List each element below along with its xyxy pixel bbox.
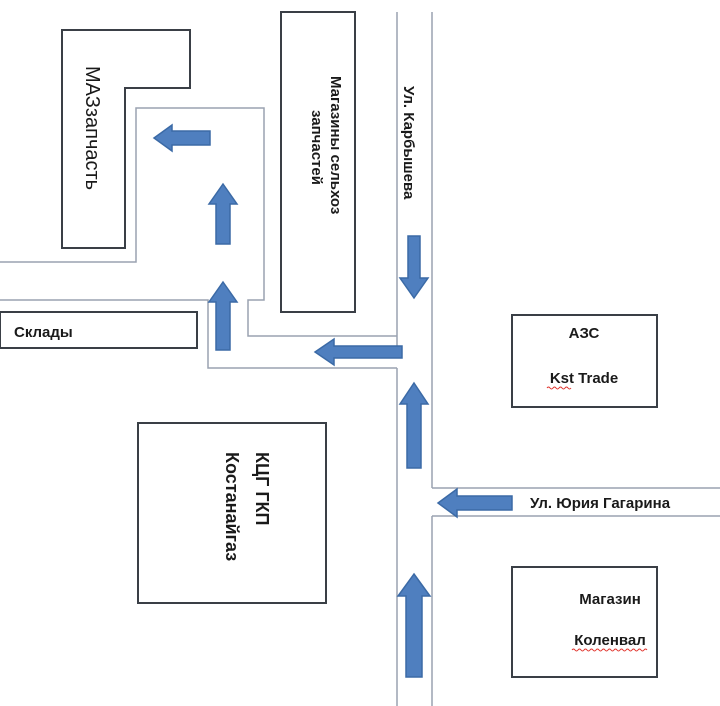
direction-arrows xyxy=(152,123,513,678)
road-side-street-upper xyxy=(0,107,397,337)
label-street-karbysheva: Ул. Карбышева xyxy=(400,86,417,200)
label-agri-shops-line1: Магазины сельхоз xyxy=(327,76,344,214)
block-kcg xyxy=(137,422,327,604)
label-agri-shops-line2: запчастей xyxy=(308,110,325,185)
arrow-left-middle xyxy=(313,337,403,367)
arrow-up-karbysheva-mid xyxy=(398,381,430,469)
block-koleval xyxy=(511,566,658,678)
label-mazzapchast: МАЗзапчасть xyxy=(81,66,103,190)
block-mazzapchast xyxy=(61,29,191,249)
spellcheck-underline-koleval xyxy=(571,648,648,652)
label-kcg-line2: Костанайгаз xyxy=(222,452,242,561)
label-koleval-line1: Магазин xyxy=(579,591,641,608)
block-warehouses xyxy=(0,311,198,349)
block-gas-station xyxy=(511,314,658,408)
map-labels: МАЗзапчасть Магазины сельхоз запчастей У… xyxy=(14,66,671,652)
arrow-up-karbysheva-bottom xyxy=(396,572,432,678)
building-blocks xyxy=(0,11,658,678)
road-network xyxy=(0,12,720,706)
label-street-gagarina: Ул. Юрия Гагарина xyxy=(530,495,671,512)
arrow-down-karbysheva xyxy=(398,235,430,300)
label-gas-station-line1: АЗС xyxy=(569,325,600,342)
arrow-up-lower xyxy=(207,280,239,351)
label-kcg-line1: КЦГ ГКП xyxy=(252,452,272,525)
arrow-left-gagarina xyxy=(436,487,513,519)
block-agri-shops xyxy=(280,11,356,313)
road-side-street-lower xyxy=(0,299,397,369)
arrow-up-upper xyxy=(207,182,239,245)
label-gas-station-line2: Kst Trade xyxy=(550,370,618,387)
label-warehouses: Склады xyxy=(14,324,73,341)
arrow-left-to-shop xyxy=(152,123,211,153)
spellcheck-underline-kst xyxy=(546,386,572,390)
label-koleval-line2: Коленвал xyxy=(574,632,646,649)
